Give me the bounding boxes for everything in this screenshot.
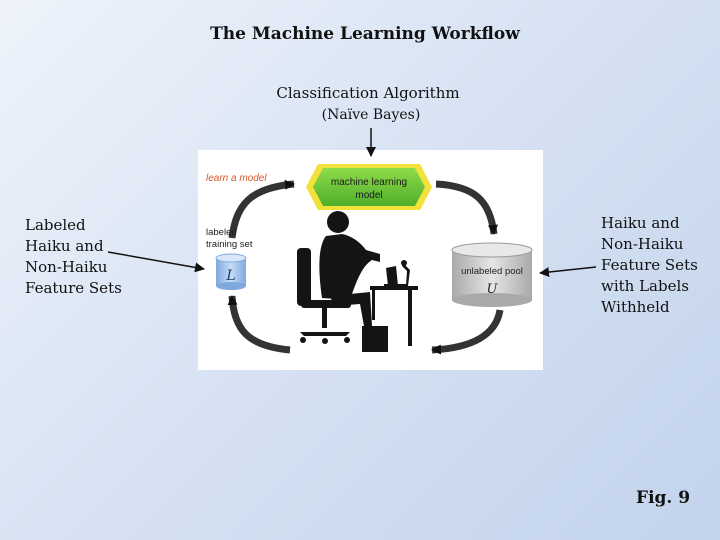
right-label-line: Haiku and bbox=[601, 214, 680, 232]
training-set-label-line: labeled bbox=[206, 227, 237, 238]
algorithm-subtitle: (Naïve Bayes) bbox=[321, 107, 421, 123]
cycle-arrow-bottom-right bbox=[431, 309, 504, 355]
training-set-label-line: training set bbox=[206, 239, 253, 250]
training-set-symbol: L bbox=[225, 268, 235, 284]
ml-model-box: machine learning model bbox=[306, 164, 432, 210]
right-pointer-arrow bbox=[539, 266, 597, 278]
cycle-arrow-top-left bbox=[228, 179, 295, 239]
ml-model-label-line: model bbox=[355, 190, 382, 201]
right-label-line: Non-Haiku bbox=[601, 235, 684, 253]
left-pointer-arrow bbox=[107, 251, 205, 273]
right-label-line: with Labels bbox=[601, 277, 689, 295]
left-label-line: Non-Haiku bbox=[25, 258, 108, 276]
right-label-line: Feature Sets bbox=[601, 256, 698, 274]
learn-model-label: learn a model bbox=[206, 173, 267, 184]
left-label-line: Feature Sets bbox=[25, 279, 122, 297]
left-label-line: Haiku and bbox=[25, 237, 104, 255]
diagram-title: The Machine Learning Workflow bbox=[210, 24, 520, 44]
ml-model-label-line: machine learning bbox=[331, 177, 407, 188]
unlabeled-pool-label: unlabeled pool bbox=[461, 266, 523, 277]
cycle-arrow-bottom-left bbox=[227, 295, 291, 354]
cycle-arrow-top-right bbox=[435, 180, 498, 235]
figure-label: Fig. 9 bbox=[636, 488, 691, 508]
left-label-line: Labeled bbox=[25, 216, 86, 234]
labeled-feature-sets-label: Labeled Haiku and Non-Haiku Feature Sets bbox=[25, 215, 155, 299]
unlabeled-pool-cylinder: unlabeled pool U bbox=[451, 242, 533, 307]
withheld-feature-sets-label: Haiku and Non-Haiku Feature Sets with La… bbox=[601, 213, 716, 318]
right-label-line: Withheld bbox=[601, 298, 670, 316]
person-at-computer-icon bbox=[297, 211, 418, 352]
training-set-cylinder: L bbox=[215, 253, 247, 290]
algorithm-title: Classification Algorithm bbox=[276, 84, 460, 102]
unlabeled-pool-symbol: U bbox=[487, 282, 499, 297]
